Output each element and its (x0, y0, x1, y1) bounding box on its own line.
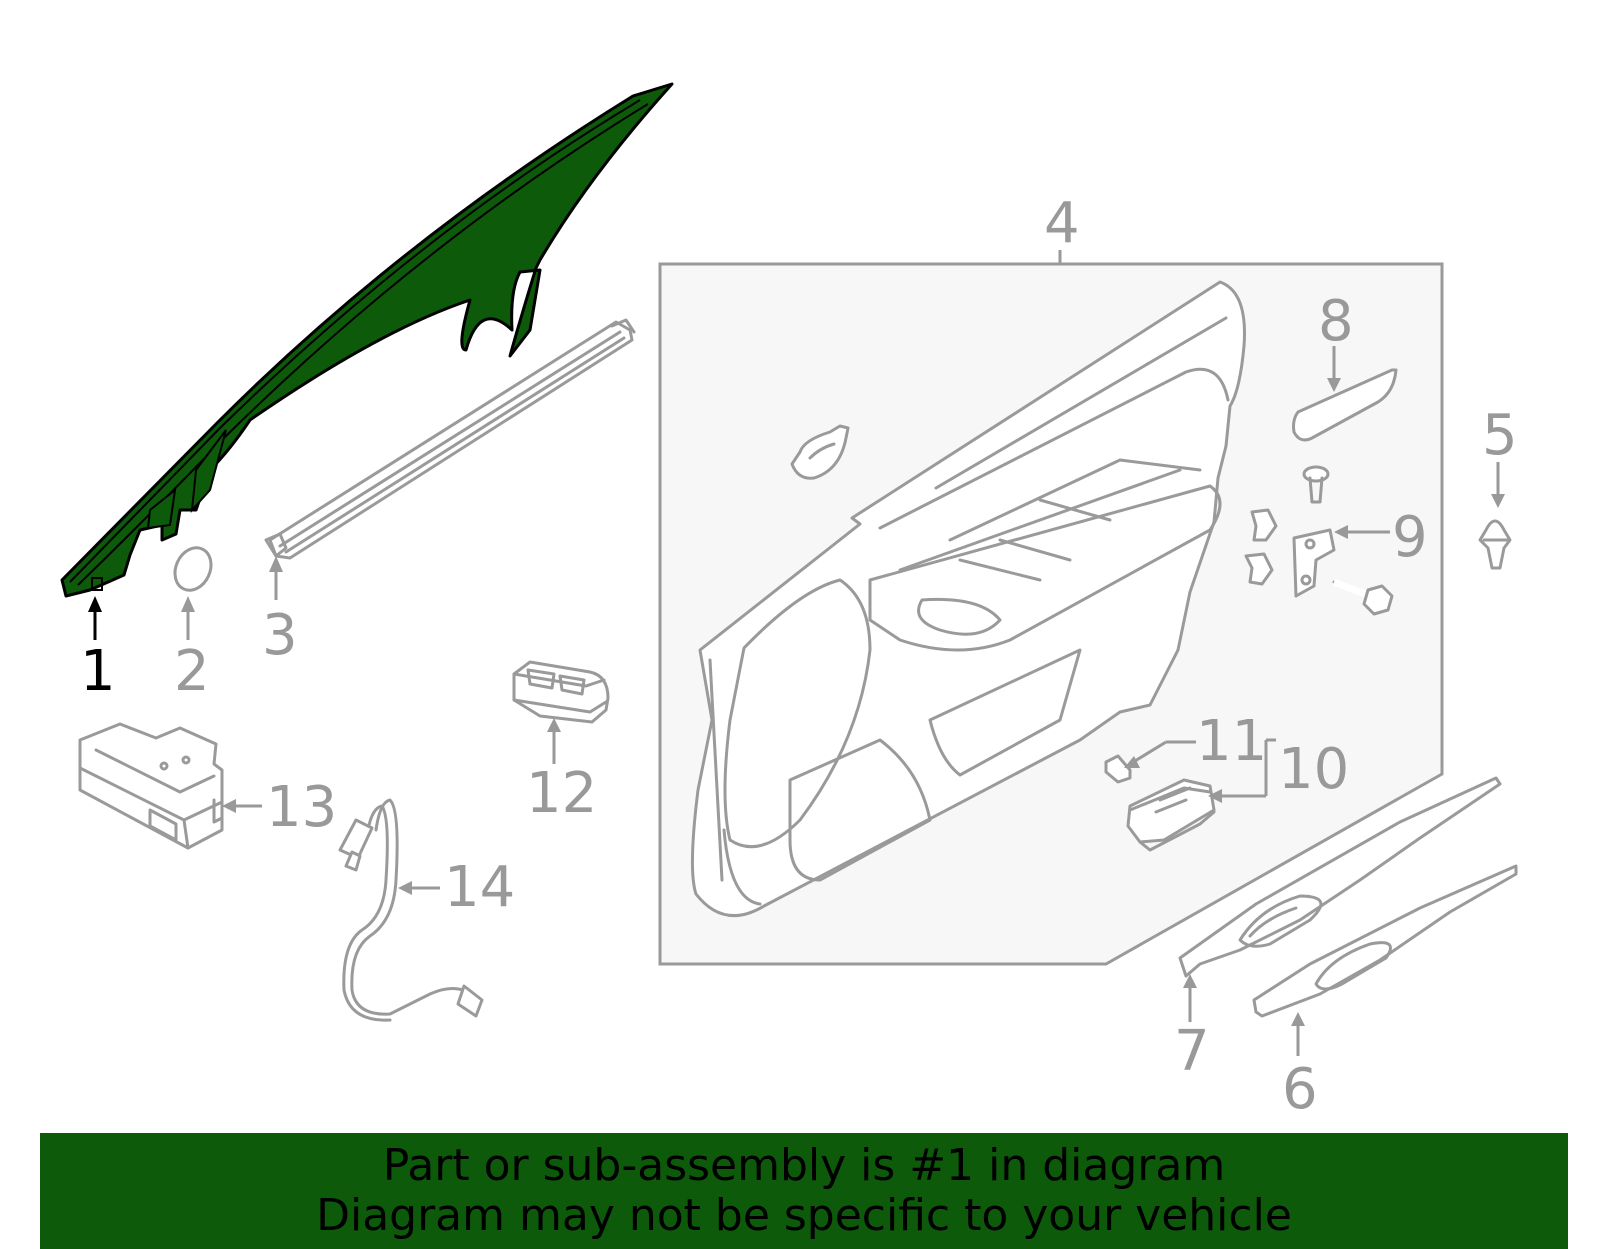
part-12-switch[interactable] (512, 660, 610, 724)
part-14-wiring-harness[interactable] (338, 798, 484, 1022)
part-10-window-switch[interactable] (1126, 778, 1216, 852)
inner-handle-bracket (790, 424, 850, 480)
banner-line-disclaimer: Diagram may not be specific to your vehi… (316, 1190, 1292, 1241)
screw-small (1302, 465, 1330, 504)
part-7-garnish[interactable] (1178, 776, 1502, 978)
callout-9: 9 (1392, 505, 1428, 570)
callout-5: 5 (1482, 403, 1518, 468)
retainer-clips (1244, 508, 1278, 586)
part-13-module[interactable] (78, 722, 224, 850)
part-4-door-trim-panel[interactable] (690, 280, 1246, 918)
part-9-bracket[interactable] (1292, 528, 1336, 598)
callout-10: 10 (1278, 737, 1349, 802)
part-8-trim-strip[interactable] (1292, 368, 1398, 442)
bolt (1332, 578, 1394, 616)
part-1-window-frame[interactable] (60, 82, 674, 598)
info-banner: Part or sub-assembly is #1 in diagram Di… (40, 1133, 1568, 1249)
part-5-clip[interactable] (1478, 519, 1512, 570)
banner-line-part-number: Part or sub-assembly is #1 in diagram (382, 1140, 1226, 1191)
leader-lines (88, 250, 1505, 1056)
part-6-garnish[interactable] (1252, 864, 1518, 1018)
callout-12: 12 (526, 761, 597, 826)
callout-11: 11 (1196, 709, 1267, 774)
callout-7: 7 (1174, 1019, 1210, 1084)
callout-1: 1 (80, 639, 116, 704)
callout-8: 8 (1318, 289, 1354, 354)
callout-13: 13 (266, 775, 337, 840)
part-2-grommet[interactable] (168, 542, 217, 596)
part-11-clip[interactable] (1104, 754, 1132, 784)
callout-2: 2 (174, 639, 210, 704)
callout-4: 4 (1044, 191, 1080, 256)
callout-6: 6 (1282, 1057, 1318, 1122)
callout-3: 3 (262, 603, 298, 668)
callout-14: 14 (444, 855, 515, 920)
